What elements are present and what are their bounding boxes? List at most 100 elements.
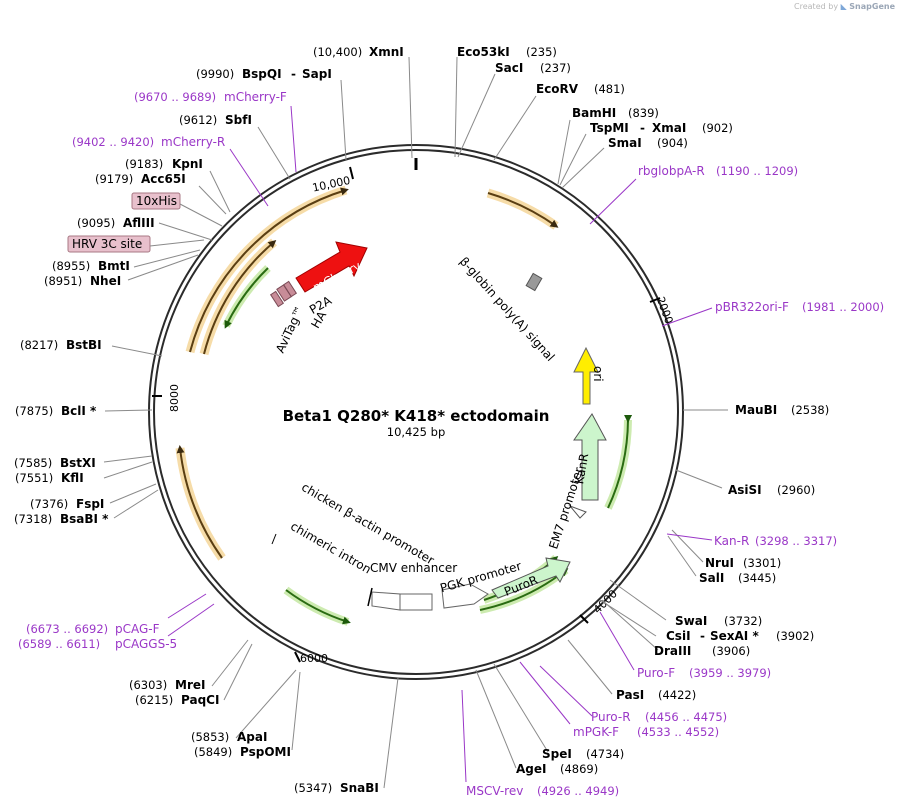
primer-pcag-f: pCAG-F bbox=[115, 622, 160, 636]
site-pos-sali: (3445) bbox=[738, 571, 776, 585]
site-pos-bspqi: (9990) bbox=[196, 67, 234, 81]
site-pos-bmti: (8955) bbox=[52, 259, 90, 273]
site-pos-saci: (237) bbox=[540, 61, 571, 75]
orange-arrow-inner-left bbox=[203, 240, 277, 355]
pgk-arrow bbox=[441, 583, 489, 609]
plasmid-title: Beta1 Q280* K418* ectodomain bbox=[283, 407, 550, 425]
primer-rbglobpa-r: rbglobpA-R bbox=[638, 164, 705, 178]
green-arrow-lower-left bbox=[285, 589, 351, 625]
puror-arrow bbox=[491, 557, 571, 599]
site-spei: SpeI bbox=[542, 747, 572, 761]
site-pos-pasi: (4422) bbox=[658, 688, 696, 702]
site-apai: ApaI bbox=[237, 730, 267, 744]
site-pos-apai: (5853) bbox=[191, 730, 229, 744]
site-afliii: AflIII bbox=[123, 216, 155, 230]
site-paqci: PaqCI bbox=[181, 693, 219, 707]
site-bstbi: BstBI bbox=[66, 338, 102, 352]
site-pos-maubi: (2538) bbox=[791, 403, 829, 417]
site-ecorv: EcoRV bbox=[536, 82, 579, 96]
site-saci: SacI bbox=[495, 61, 523, 75]
tick-10000 bbox=[349, 166, 354, 180]
plasmid-length: 10,425 bp bbox=[387, 425, 446, 439]
primer-range-pbr322ori-f: (1981 .. 2000) bbox=[802, 300, 884, 314]
primer-range-mcherry-r: (9402 .. 9420) bbox=[72, 135, 154, 149]
site-pos-acc65i: (9179) bbox=[95, 172, 133, 186]
actin-marker bbox=[367, 587, 373, 607]
orange-arrow-lower-left bbox=[176, 445, 223, 559]
actin-label: chicken β-actin promoter bbox=[299, 480, 436, 567]
site-sapi: SapI bbox=[302, 67, 332, 81]
tick-6000 bbox=[294, 651, 301, 663]
primer-puro-r: Puro-R bbox=[591, 710, 631, 724]
site-pos-fspi: (7376) bbox=[30, 497, 68, 511]
primer-range-pcaggs-5: (6589 .. 6611) bbox=[18, 637, 100, 651]
primer-leader-lines bbox=[167, 105, 713, 783]
site-pos-mrei: (6303) bbox=[129, 678, 167, 692]
site-bspqi-dash: - bbox=[291, 67, 296, 81]
site-pos-swai: (3732) bbox=[724, 614, 762, 628]
site-bstxi: BstXI bbox=[60, 456, 96, 470]
site-draiii: DraIII bbox=[654, 644, 691, 658]
snapgene-credit: Created by ◣ SnapGene bbox=[794, 2, 895, 11]
site-pos-paqci: (6215) bbox=[135, 693, 173, 707]
site-sali: SalI bbox=[699, 571, 724, 585]
site-nrui: NruI bbox=[705, 556, 734, 570]
site-swai: SwaI bbox=[675, 614, 707, 628]
site-snabi: SnaBI bbox=[340, 781, 379, 795]
primer-mscv-rev: MSCV-rev bbox=[466, 784, 523, 798]
primer-range-mpgk-f: (4533 .. 4552) bbox=[637, 725, 719, 739]
bglobin-block bbox=[525, 272, 543, 292]
site-bamhi: BamHI bbox=[572, 106, 616, 120]
site-asisi: AsiSI bbox=[728, 483, 762, 497]
actin-divider bbox=[271, 533, 277, 545]
site-pos-nrui: (3301) bbox=[743, 556, 781, 570]
primer-range-rbglobpa-r: (1190 .. 1209) bbox=[716, 164, 798, 178]
primers: (9670 .. 9689) mCherry-F (9402 .. 9420) … bbox=[18, 90, 884, 798]
site-pos-draiii: (3906) bbox=[712, 644, 750, 658]
site-csii: CsiI bbox=[666, 629, 691, 643]
site-bmti: BmtI bbox=[98, 259, 130, 273]
em7-arrow bbox=[568, 504, 587, 519]
actin-box bbox=[371, 591, 401, 611]
site-tspmi-dash: - bbox=[640, 121, 645, 135]
restriction-sites: (10,400) XmnI Eco53kI (235) SacI (237) E… bbox=[14, 45, 829, 795]
site-bsabi: BsaBI * bbox=[60, 512, 109, 526]
site-pos-bsabi: (7318) bbox=[14, 512, 52, 526]
bglobin-label: β-globin poly(A) signal bbox=[457, 254, 558, 364]
tick-4000 bbox=[579, 614, 589, 624]
tick-label-6000: 6000 bbox=[300, 652, 328, 665]
site-fspi: FspI bbox=[76, 497, 104, 511]
site-pos-kpni: (9183) bbox=[125, 157, 163, 171]
site-pos-xmni: (10,400) bbox=[313, 45, 362, 59]
primer-pcaggs-5: pCAGGS-5 bbox=[115, 637, 177, 651]
site-pos-bstxi: (7585) bbox=[14, 456, 52, 470]
tag-10xhis: 10xHis bbox=[136, 194, 177, 208]
site-pos-smai: (904) bbox=[657, 136, 688, 150]
site-xmai: XmaI bbox=[652, 121, 686, 135]
green-arrow-lower-left-glow bbox=[283, 586, 350, 626]
ori-label: ori bbox=[591, 366, 605, 382]
site-pos-asisi: (2960) bbox=[777, 483, 815, 497]
site-kpni: KpnI bbox=[172, 157, 203, 171]
kanr-arrow bbox=[573, 413, 607, 501]
site-pos-kfli: (7551) bbox=[15, 471, 53, 485]
backbone-outer bbox=[148, 144, 684, 680]
orange-arrow-top-right-glow bbox=[486, 188, 559, 230]
primer-range-puro-r: (4456 .. 4475) bbox=[645, 710, 727, 724]
site-acc65i: Acc65I bbox=[141, 172, 186, 186]
site-csii-dash: - bbox=[700, 629, 705, 643]
site-pos-bstbi: (8217) bbox=[20, 338, 58, 352]
site-pasi: PasI bbox=[616, 688, 644, 702]
tick-2000 bbox=[649, 297, 661, 303]
primer-puro-f: Puro-F bbox=[637, 666, 675, 680]
orange-arrow-top-left bbox=[189, 187, 349, 353]
site-maubi: MauBI bbox=[735, 403, 777, 417]
site-leader-lines bbox=[103, 56, 728, 789]
site-sexai: SexAI * bbox=[710, 629, 759, 643]
cmv-label: CMV enhancer bbox=[370, 561, 457, 575]
site-kfli: KflI bbox=[61, 471, 84, 485]
site-pos-bamhi: (839) bbox=[628, 106, 659, 120]
site-mrei: MreI bbox=[175, 678, 205, 692]
orange-arrow-lower-left-glow bbox=[175, 447, 226, 561]
